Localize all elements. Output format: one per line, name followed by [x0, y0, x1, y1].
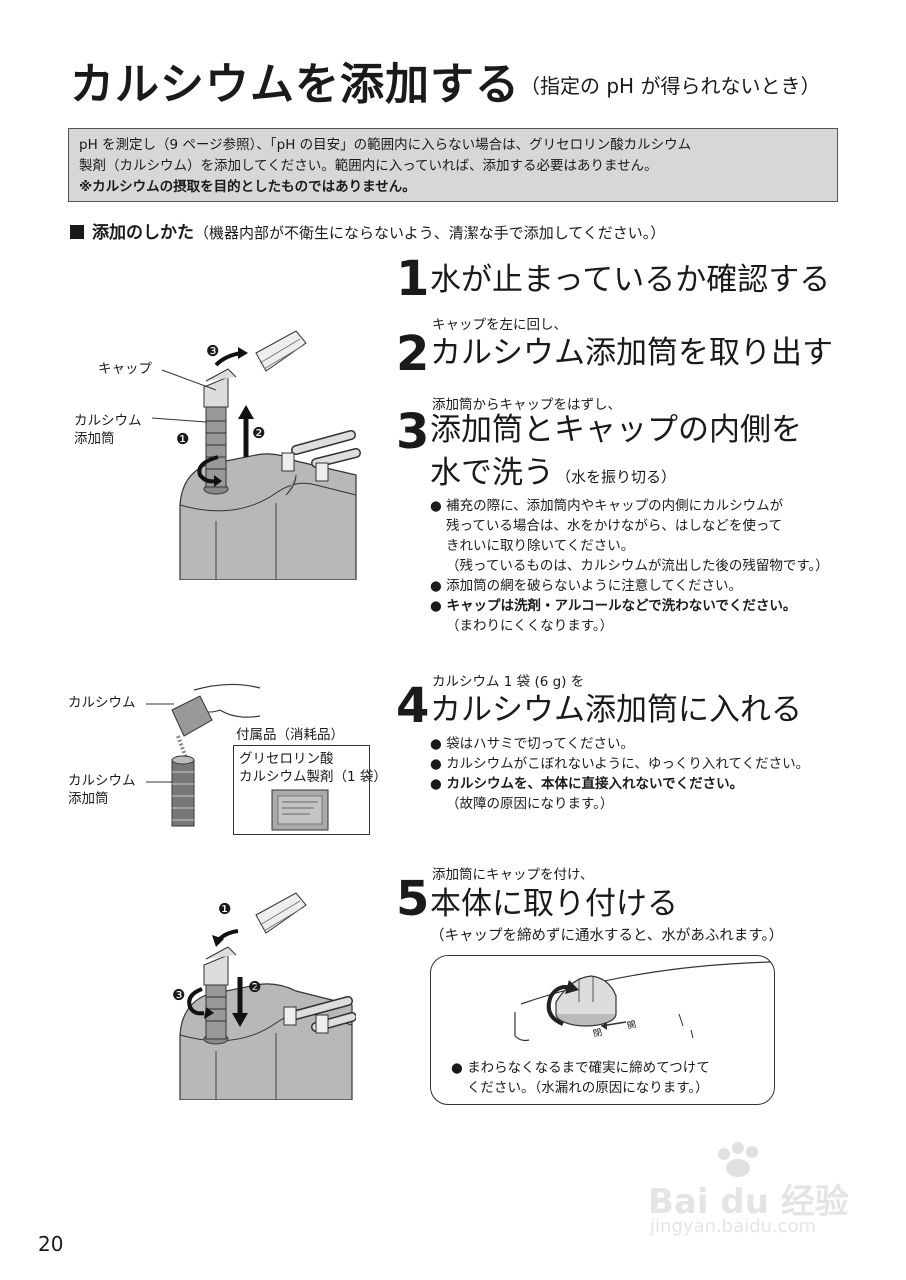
watermark-brand: Bai du 经验 [648, 1182, 849, 1222]
calcium-packet-icon [271, 789, 329, 831]
tube2-leader-line [146, 781, 172, 783]
accessory-box: グリセロリン酸 カルシウム製剤（1 袋） [233, 745, 387, 835]
page-number: 20 [38, 1232, 64, 1256]
step-number: 1 [396, 251, 430, 307]
pour-calcium-illustration [171, 683, 261, 827]
page-title: カルシウムを添加する [70, 59, 520, 110]
bullet-item: ● 補充の際に、添加筒内やキャップの内側にカルシウムが [430, 498, 784, 514]
notice-line: 製剤（カルシウム）を添加してください。範囲内に入っていれば、添加する必要はありま… [79, 158, 658, 174]
step-pre: 添加筒にキャップを付け、 [432, 867, 594, 883]
page-subtitle: （指定の pH が得られないとき） [520, 74, 821, 98]
step3-bullets: ● 補充の際に、添加筒内やキャップの内側にカルシウムが 残っている場合は、水をか… [430, 498, 829, 634]
box-note: ● まわらなくなるまで確実に締めてつけて ください。（水漏れの原因になります。） [451, 1060, 710, 1096]
step-number: 3 [396, 404, 430, 460]
step-number-1-icon: ❶ [176, 430, 190, 448]
step-number: 5 [396, 871, 430, 927]
step-title: カルシウム添加筒を取り出す [430, 335, 833, 371]
bullet-item-warning: ● キャップは洗剤・アルコールなどで洗わないでください。 [430, 598, 797, 614]
step-number: 2 [396, 326, 430, 382]
step-title: 本体に取り付ける [430, 886, 678, 922]
step4-bullets: ● 袋はハサミで切ってください。 ● カルシウムがこぼれないように、ゆっくり入れ… [430, 736, 810, 812]
step-paren: （キャップを締めずに通水すると、水があふれます。） [430, 928, 784, 944]
step-number: 4 [396, 678, 430, 734]
remove-tube-illustration [179, 330, 361, 580]
step-pre: カルシウム 1 袋 (6 g) を [432, 674, 585, 690]
watermark-url: jingyan.baidu.com [650, 1216, 817, 1237]
paw-logo-icon [718, 1142, 758, 1177]
bullet-item: ● 袋はハサミで切ってください。 [430, 736, 634, 752]
step-pre: 添加筒からキャップをはずし、 [432, 397, 621, 413]
notice-warning: ※カルシウムの摂取を目的としたものではありません。 [79, 179, 416, 195]
cap-tighten-note-box: 閉 開 ● まわらなくなるまで確実に締めてつけて ください。（水漏れの原因になり… [430, 955, 775, 1105]
notice-line: pH を測定し（9 ページ参照）、「pH の目安」の範囲内に入らない場合は、グリ… [79, 137, 692, 153]
tube2-label: カルシウム [68, 773, 136, 789]
calcium-leader-line [146, 703, 174, 705]
step-title-line2: 水で洗う [430, 455, 554, 491]
tube-label: カルシウム [74, 413, 142, 429]
step-number-2-icon: ❷ [252, 424, 266, 442]
step-paren: （水を振り切る） [556, 468, 677, 486]
bullet-item: ● 添加筒の網を破らないように注意してください。 [430, 578, 742, 594]
notice-box: pH を測定し（9 ページ参照）、「pH の目安」の範囲内に入らない場合は、グリ… [68, 128, 838, 202]
watermark: Bai du 经验 jingyan.baidu.com [648, 1140, 858, 1240]
step-number-3-icon: ❸ [172, 986, 186, 1004]
dial-illustration [514, 961, 772, 1042]
step-title: 水が止まっているか確認する [430, 262, 831, 298]
step-number-2-icon: ❷ [248, 978, 262, 996]
square-bullet-icon [70, 225, 84, 239]
step-title: カルシウム添加筒に入れる [430, 692, 802, 728]
tube-leader-line [151, 417, 207, 423]
step-title: 添加筒とキャップの内側を [430, 412, 802, 448]
bullet-item: ● カルシウムがこぼれないように、ゆっくり入れてください。 [430, 756, 810, 772]
accessory-label: 付属品（消耗品） [236, 727, 344, 743]
tube2-label: 添加筒 [68, 791, 109, 807]
attach-tube-illustration [179, 892, 356, 1100]
step-pre: キャップを左に回し、 [432, 317, 567, 333]
cap-label: キャップ [98, 361, 152, 377]
calcium-label: カルシウム [68, 695, 136, 711]
step-number-3-icon: ❸ [206, 342, 220, 360]
step-number-1-icon: ❶ [218, 900, 232, 918]
cap-leader-line [161, 369, 217, 391]
method-heading: 添加のしかた（機器内部が不衛生にならないよう、清潔な手で添加してください。） [70, 218, 665, 243]
bullet-item-warning: ● カルシウムを、本体に直接入れないでください。 [430, 776, 744, 792]
tube-label: 添加筒 [74, 431, 115, 447]
